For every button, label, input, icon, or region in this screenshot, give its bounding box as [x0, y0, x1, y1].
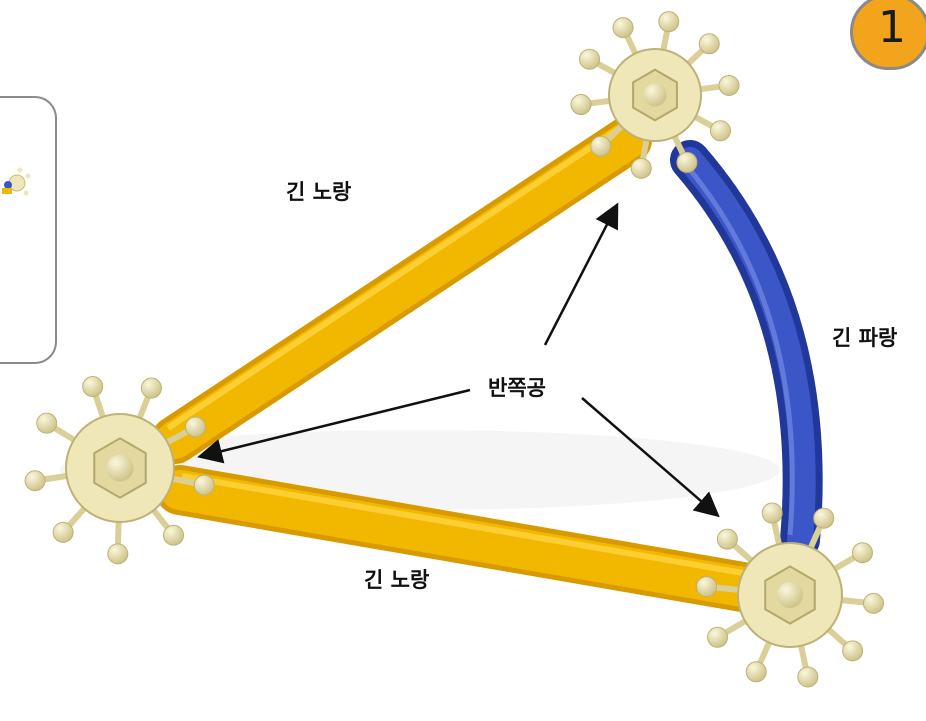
bottom-rod-label: 긴 노랑	[364, 564, 429, 594]
previous-step-inset	[0, 96, 57, 364]
half-ball-hub-top	[571, 12, 739, 179]
half-ball-label: 반쪽공	[488, 372, 546, 402]
blue-rod-label: 긴 파랑	[832, 322, 897, 352]
arrow-to-top-hub	[545, 207, 616, 345]
step-number: 1	[878, 2, 906, 53]
top-rod-label: 긴 노랑	[286, 176, 351, 206]
